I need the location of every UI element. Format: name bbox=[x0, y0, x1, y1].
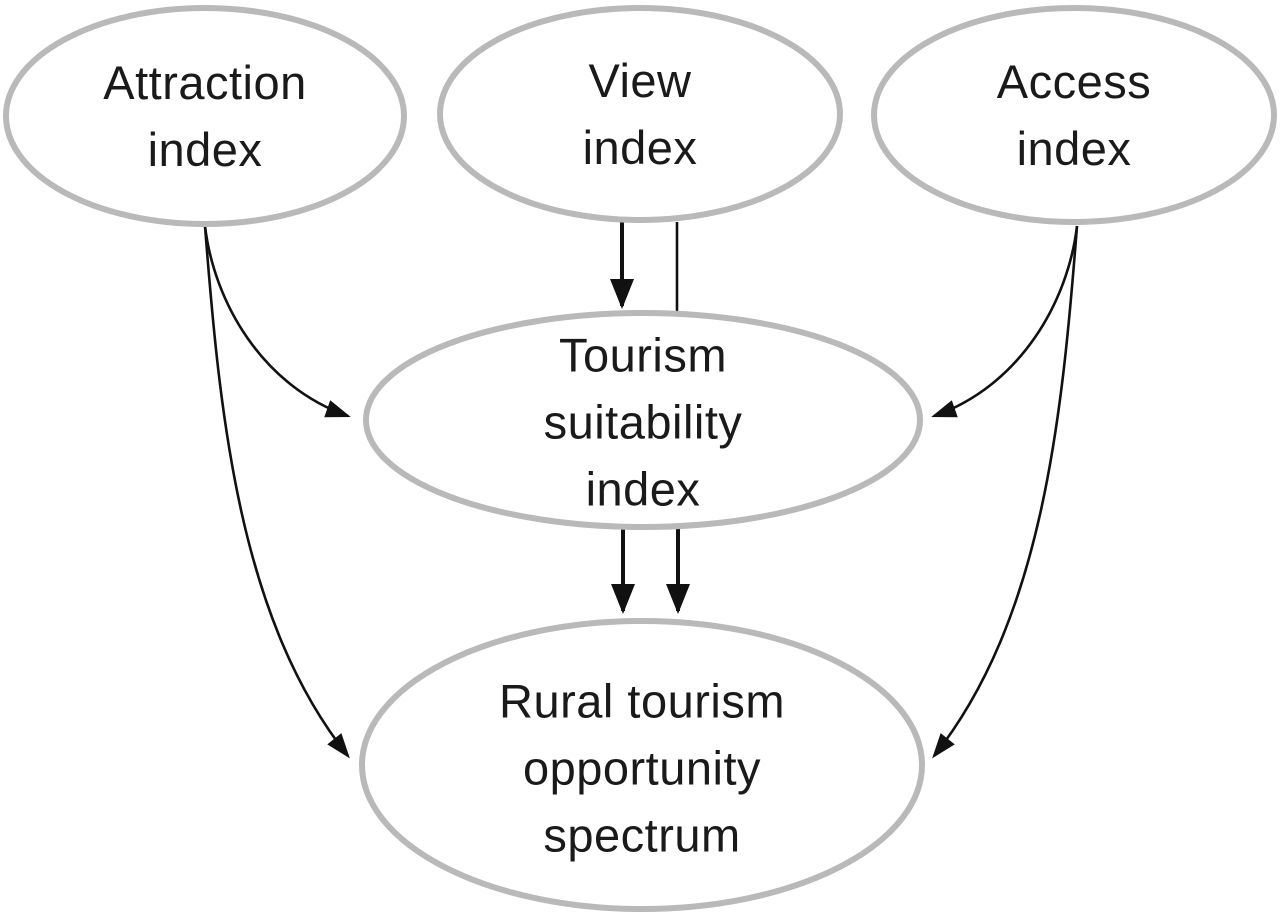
label-view-index: View index bbox=[583, 47, 698, 181]
label-line: opportunity bbox=[522, 741, 762, 795]
label-line: index bbox=[147, 123, 263, 176]
edge-access-to-suitability bbox=[931, 225, 1079, 418]
label-line: index bbox=[1016, 122, 1132, 175]
node-access-index-ellipse bbox=[871, 5, 1277, 225]
label-line: index bbox=[582, 121, 698, 174]
label-line: Rural tourism bbox=[499, 674, 785, 728]
label-line: Tourism bbox=[558, 328, 728, 382]
label-attraction-index: Attraction index bbox=[103, 49, 307, 183]
label-line: View bbox=[588, 54, 692, 107]
label-line: index bbox=[585, 462, 701, 516]
edge-access-to-spectrum bbox=[932, 225, 1079, 759]
label-line: spectrum bbox=[543, 808, 741, 862]
label-line: Attraction bbox=[103, 56, 307, 109]
label-line: suitability bbox=[543, 395, 743, 449]
edge-attraction-to-suitability bbox=[203, 225, 351, 418]
node-attraction-index-ellipse bbox=[3, 5, 407, 227]
edge-attraction-to-spectrum bbox=[203, 225, 350, 759]
label-rural-tourism-opportunity-spectrum: Rural tourism opportunity spectrum bbox=[499, 668, 785, 869]
node-rural-tourism-opportunity-spectrum-ellipse bbox=[359, 618, 925, 912]
label-tourism-suitability-index: Tourism suitability index bbox=[544, 322, 743, 523]
node-group bbox=[3, 5, 1277, 912]
node-view-index-ellipse bbox=[437, 5, 843, 223]
label-line: Access bbox=[996, 55, 1152, 108]
node-tourism-suitability-index-ellipse bbox=[363, 310, 923, 530]
edge-group bbox=[203, 222, 1079, 759]
label-access-index: Access index bbox=[997, 48, 1152, 182]
